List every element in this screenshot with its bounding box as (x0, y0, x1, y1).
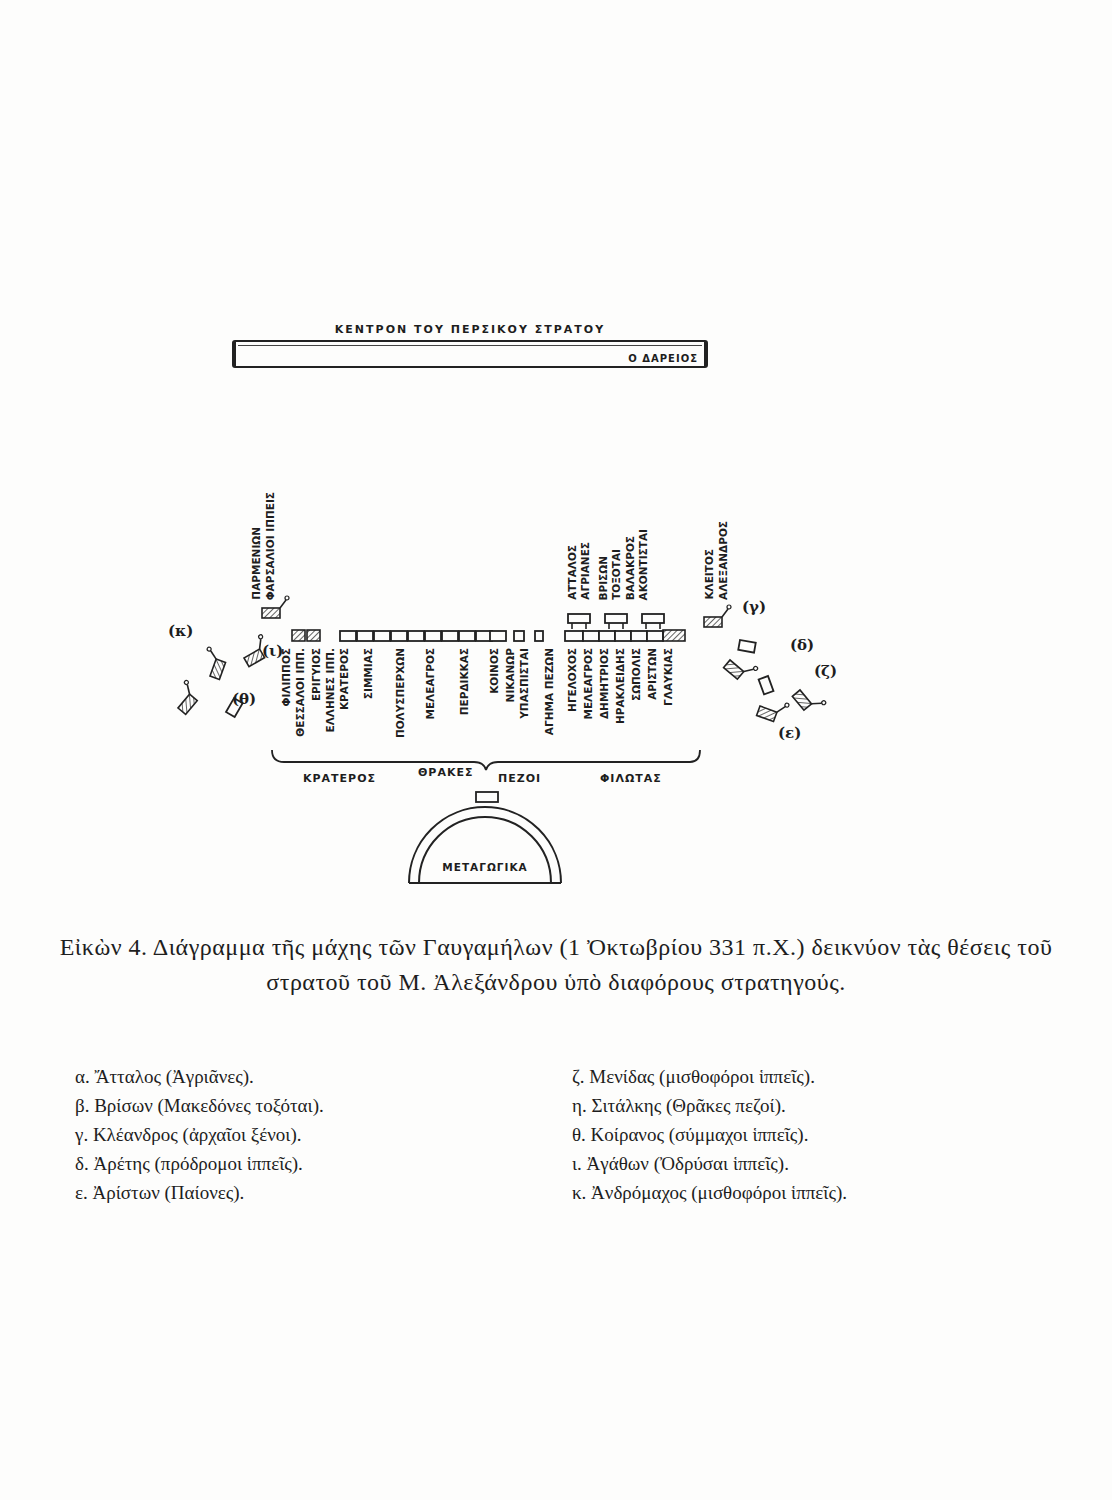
unit-label: ΚΛΕΙΤΟΣ (703, 549, 715, 600)
persian-center-band: ΚΕΝΤΡΟΝ ΤΟΥ ΠΕΡΣΙΚΟΥ ΣΤΡΑΤΟΥΟ ΔΑΡΕΙΟΣ (232, 340, 708, 368)
callout-letter: (ε) (778, 724, 801, 742)
army-bracket (272, 750, 700, 770)
callout-letter: (ζ) (814, 662, 837, 680)
group-label: ΘΡΑΚΕΣ (418, 766, 473, 779)
legend-entry: η. Σιτάλκης (Θρᾶκες πεζοί). (572, 1095, 786, 1117)
left-flank-units (169, 634, 273, 717)
group-label: ΦΙΛΩΤΑΣ (600, 772, 662, 785)
figure-caption: Εἰκὼν 4. Διάγραμμα τῆς μάχης τῶν Γαυγαμή… (58, 930, 1054, 1000)
phalanx-line (292, 614, 685, 641)
baggage-label: ΜΕΤΑΓΩΓΙΚΑ (405, 861, 565, 873)
unit-label: ΠΕΡΔΙΚΚΑΣ (458, 648, 470, 715)
band-label: Ο ΔΑΡΕΙΟΣ (628, 353, 698, 364)
unit-label: ΝΙΚΑΝΩΡ (504, 648, 516, 702)
callout-letter: (γ) (742, 598, 766, 616)
unit-label: ΑΓΡΙΑΝΕΣ (579, 542, 591, 600)
unit-label: ΒΡΙΣΩΝ (597, 556, 609, 601)
unit-label: ΑΓΗΜΑ ΠΕΖΩΝ (543, 648, 555, 735)
unit-label: ΣΙΜΜΙΑΣ (362, 648, 374, 699)
semicircle-outline (405, 805, 565, 885)
callout-letter: (θ) (232, 690, 256, 708)
unit-label: ΤΟΞΟΤΑΙ (610, 549, 622, 600)
unit-label: ΑΛΕΞΑΝΔΡΟΣ (717, 521, 729, 600)
unit-label: ΘΕΣΣΑΛΟΙ ΙΠΠ. (294, 648, 306, 737)
unit-label: ΑΚΟΝΤΙΣΤΑΙ (637, 529, 649, 600)
unit-label: ΕΡΙΓΥΙΟΣ (310, 648, 322, 701)
unit-label: ΦΑΡΣΑΛΙΟΙ ΙΠΠΕΙΣ (264, 492, 276, 600)
unit-label: ΜΕΛΕΑΓΡΟΣ (424, 648, 436, 720)
group-label: ΚΡΑΤΕΡΟΣ (303, 772, 376, 785)
legend-entry: β. Βρίσων (Μακεδόνες τοξόται). (75, 1095, 324, 1117)
legend-entry: ε. Ἀρίστων (Παίονες). (75, 1182, 244, 1204)
unit-label: ΗΓΕΛΟΧΟΣ (566, 648, 578, 712)
unit-label: ΜΕΛΕΑΓΡΟΣ (582, 648, 594, 720)
unit-label: ΠΟΛΥΣΠΕΡΧΩΝ (394, 648, 406, 738)
commander-cavalry (262, 596, 731, 627)
unit-label: ΓΛΑΥΚΙΑΣ (662, 648, 674, 706)
legend-entry: θ. Κοίρανος (σύμμαχοι ἱππεῖς). (572, 1124, 808, 1146)
callout-letter: (δ) (790, 636, 814, 654)
baggage-semicircle: ΜΕΤΑΓΩΓΙΚΑ (405, 805, 565, 885)
unit-label: ΔΗΜΗΤΡΙΟΣ (598, 648, 610, 719)
unit-label: ΑΤΤΑΛΟΣ (566, 545, 578, 600)
reserve-box (476, 792, 498, 802)
unit-label: ΠΑΡΜΕΝΙΩΝ (250, 527, 262, 600)
band-inner-line (238, 345, 702, 346)
unit-label: ΚΡΑΤΕΡΟΣ (338, 648, 350, 710)
unit-label: ΥΠΑΣΠΙΣΤΑΙ (518, 648, 530, 719)
unit-label: ΑΡΙΣΤΩΝ (646, 648, 658, 700)
group-label: ΠΕΖΟΙ (498, 772, 541, 785)
legend-entry: δ. Ἀρέτης (πρόδρομοι ἱππεῖς). (75, 1153, 303, 1175)
legend-entry: α. Ἄτταλος (Ἀγριᾶνες). (75, 1066, 254, 1088)
legend-entry: ζ. Μενίδας (μισθοφόροι ἱππεῖς). (572, 1066, 815, 1088)
callout-letter: (ι) (262, 642, 283, 660)
unit-label: ΒΑΛΑΚΡΟΣ (624, 536, 636, 600)
callout-letter: (κ) (168, 622, 193, 640)
unit-label: ΕΛΛΗΝΕΣ ΙΠΠ. (324, 648, 336, 732)
unit-label: ΚΟΙΝΟΣ (488, 648, 500, 694)
legend-entry: γ. Κλέανδρος (ἀρχαῖοι ξένοι). (75, 1124, 302, 1146)
legend-entry: ι. Ἀγάθων (Ὀδρύσαι ἱππεῖς). (572, 1153, 789, 1175)
unit-label: ΣΩΠΟΛΙΣ (630, 648, 642, 701)
band-heading: ΚΕΝΤΡΟΝ ΤΟΥ ΠΕΡΣΙΚΟΥ ΣΤΡΑΤΟΥ (236, 323, 704, 336)
legend-entry: κ. Ἀνδρόμαχος (μισθοφόροι ἱππεῖς). (572, 1182, 847, 1204)
unit-label: ΗΡΑΚΛΕΙΔΗΣ (614, 648, 626, 724)
